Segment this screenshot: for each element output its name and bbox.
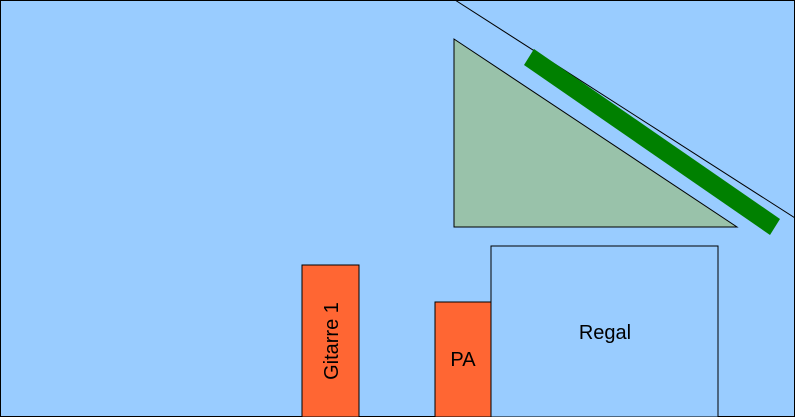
guitar-1-label: Gitarre 1 bbox=[321, 302, 343, 380]
pa-label: PA bbox=[450, 349, 476, 371]
diagonal-wall-line bbox=[454, 0, 795, 219]
shelf-label: Regal bbox=[579, 322, 631, 344]
pa-box bbox=[434, 301, 492, 417]
shelf-box bbox=[490, 245, 719, 417]
green-bar bbox=[524, 49, 780, 235]
triangle-area bbox=[453, 38, 739, 228]
guitar-1-box bbox=[301, 264, 360, 417]
